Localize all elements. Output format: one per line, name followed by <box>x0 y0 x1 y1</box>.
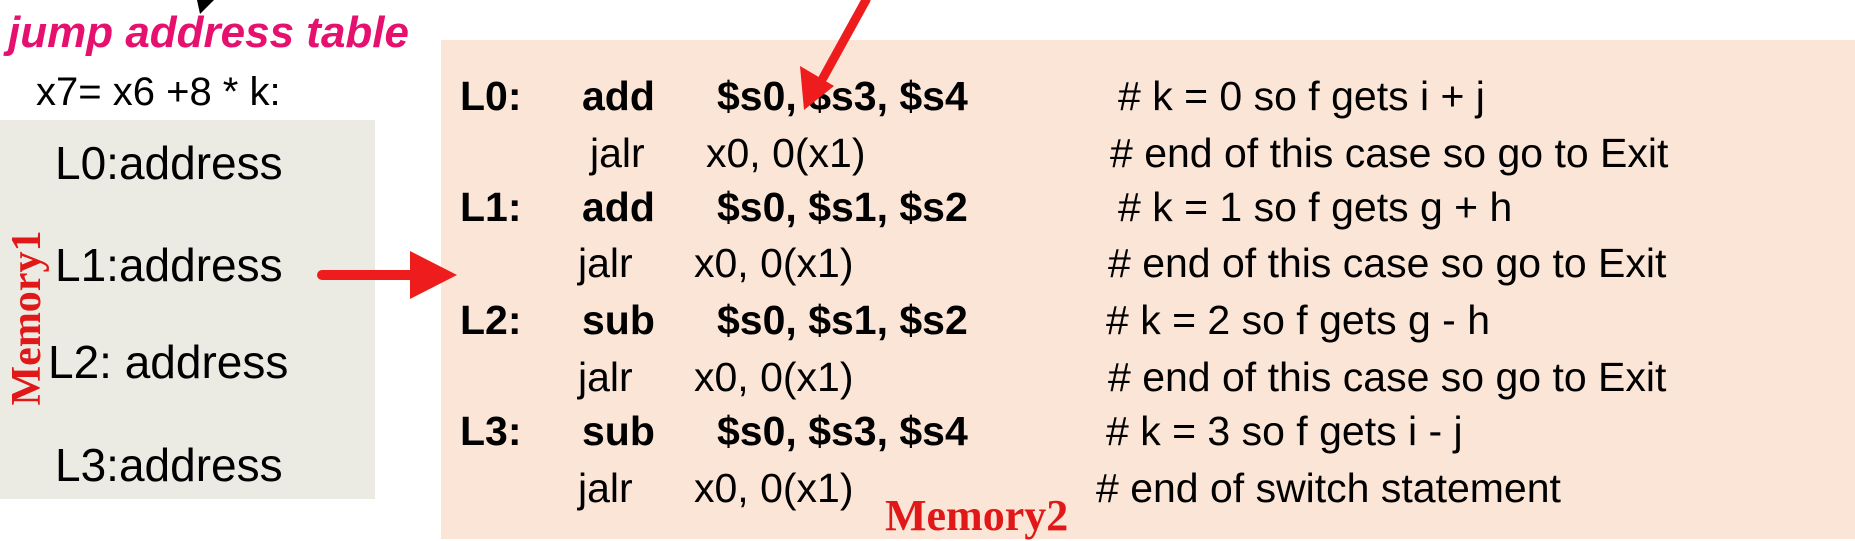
code-comment: # k = 0 so f gets i + j <box>1118 73 1485 119</box>
code-op-jalr: jalr <box>578 465 633 511</box>
code-label-l0: L0: <box>460 73 522 119</box>
memory1-entry-l1: L1:address <box>55 239 283 291</box>
memory1-entry-l0: L0:address <box>55 137 283 189</box>
code-label-l3: L3: <box>460 408 522 454</box>
memory2-label: Memory2 <box>885 491 1069 540</box>
code-comment: # k = 3 so f gets i - j <box>1106 408 1463 454</box>
code-comment: # k = 2 so f gets g - h <box>1106 297 1491 343</box>
memory1-entry-l3: L3:address <box>55 439 283 491</box>
address-formula: x7= x6 +8 * k: <box>36 70 281 114</box>
code-registers: $s0, $s1, $s2 <box>717 297 968 343</box>
code-op-jalr: jalr <box>590 130 645 176</box>
code-registers: $s0, $s3, $s4 <box>717 408 968 454</box>
code-op: add <box>582 184 655 230</box>
code-jalr-args: x0, 0(x1) <box>694 465 854 511</box>
code-jalr-args: x0, 0(x1) <box>694 354 854 400</box>
code-comment: # end of switch statement <box>1096 465 1561 511</box>
code-registers: $s0, $s3, $s4 <box>717 73 968 119</box>
memory1-table <box>0 120 375 499</box>
code-comment: # end of this case so go to Exit <box>1108 240 1667 286</box>
code-comment: # end of this case so go to Exit <box>1110 130 1669 176</box>
code-op: add <box>582 73 655 119</box>
diagram-title: jump address table <box>8 8 410 57</box>
code-comment: # k = 1 so f gets g + h <box>1118 184 1513 230</box>
code-jalr-args: x0, 0(x1) <box>694 240 854 286</box>
code-op: sub <box>582 297 655 343</box>
code-label-l1: L1: <box>460 184 522 230</box>
code-comment: # end of this case so go to Exit <box>1108 354 1667 400</box>
memory1-entry-l2: L2: address <box>48 336 289 388</box>
code-registers: $s0, $s1, $s2 <box>717 184 968 230</box>
code-op-jalr: jalr <box>578 240 633 286</box>
code-op-jalr: jalr <box>578 354 633 400</box>
code-label-l2: L2: <box>460 297 522 343</box>
code-op: sub <box>582 408 655 454</box>
memory2-code-block <box>441 40 1855 539</box>
memory1-label: Memory1 <box>4 230 50 406</box>
code-jalr-args: x0, 0(x1) <box>706 130 866 176</box>
